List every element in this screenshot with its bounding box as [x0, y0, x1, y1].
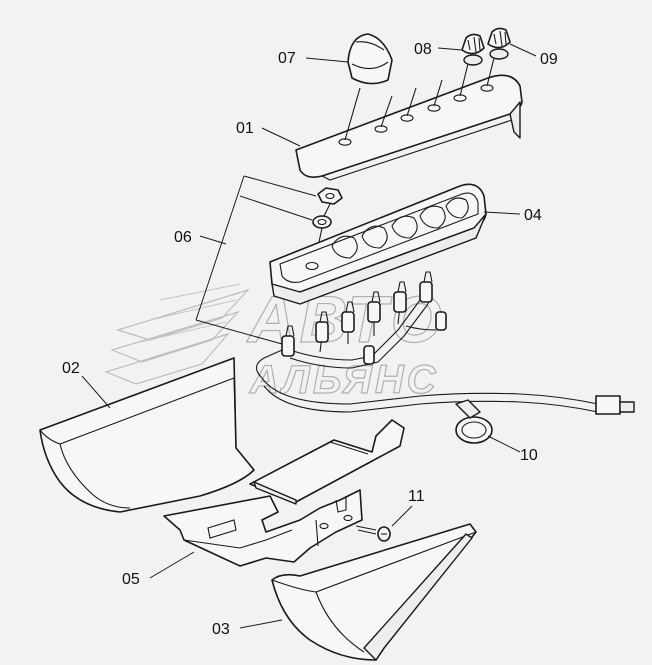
label-05: 05 [122, 571, 140, 588]
label-02: 02 [62, 360, 80, 377]
part-02-left-shroud [39, 357, 255, 513]
part-09-small-knob [487, 27, 511, 60]
label-07: 07 [278, 50, 296, 67]
part-bracket-plate [249, 419, 405, 505]
part-06-nut-washer [312, 187, 343, 257]
label-04: 04 [524, 207, 542, 224]
label-09: 09 [540, 51, 558, 68]
leader-02 [81, 375, 111, 409]
part-11-screw [355, 525, 391, 542]
leader-07 [305, 57, 349, 63]
watermark-emblem [104, 283, 250, 385]
part-switch-harness [255, 271, 635, 415]
part-05-lower-bracket [163, 489, 363, 567]
part-04-switch-panel [269, 183, 487, 305]
leader-11 [391, 505, 413, 527]
leader-06 [199, 235, 227, 245]
part-labels: 07 08 09 01 04 06 02 10 11 05 03 [62, 41, 558, 638]
watermark-line-2: АЛЬЯНС [249, 358, 439, 402]
leader-03 [239, 619, 283, 629]
label-06: 06 [174, 229, 192, 246]
leader-06-bracket [195, 175, 317, 345]
label-03: 03 [212, 621, 230, 638]
part-07-knob [347, 33, 393, 85]
leader-09 [509, 43, 537, 57]
part-08-small-knob [461, 33, 485, 66]
part-10-clamp [455, 399, 493, 444]
leader-10 [487, 435, 521, 453]
harness-connector [595, 395, 635, 415]
cover-alignment-lines [344, 57, 495, 141]
panel-switch-wells [331, 197, 469, 259]
part-01-top-cover [295, 57, 523, 181]
leader-05 [149, 551, 195, 579]
label-11: 11 [408, 488, 425, 505]
label-08: 08 [414, 41, 432, 58]
toggle-switches [281, 271, 447, 365]
leader-lines [81, 43, 537, 629]
leader-01 [261, 127, 301, 147]
label-01: 01 [236, 120, 254, 137]
part-03-right-shroud [271, 523, 477, 661]
label-10: 10 [520, 447, 538, 464]
leader-08 [437, 47, 463, 51]
leader-04 [483, 211, 521, 215]
